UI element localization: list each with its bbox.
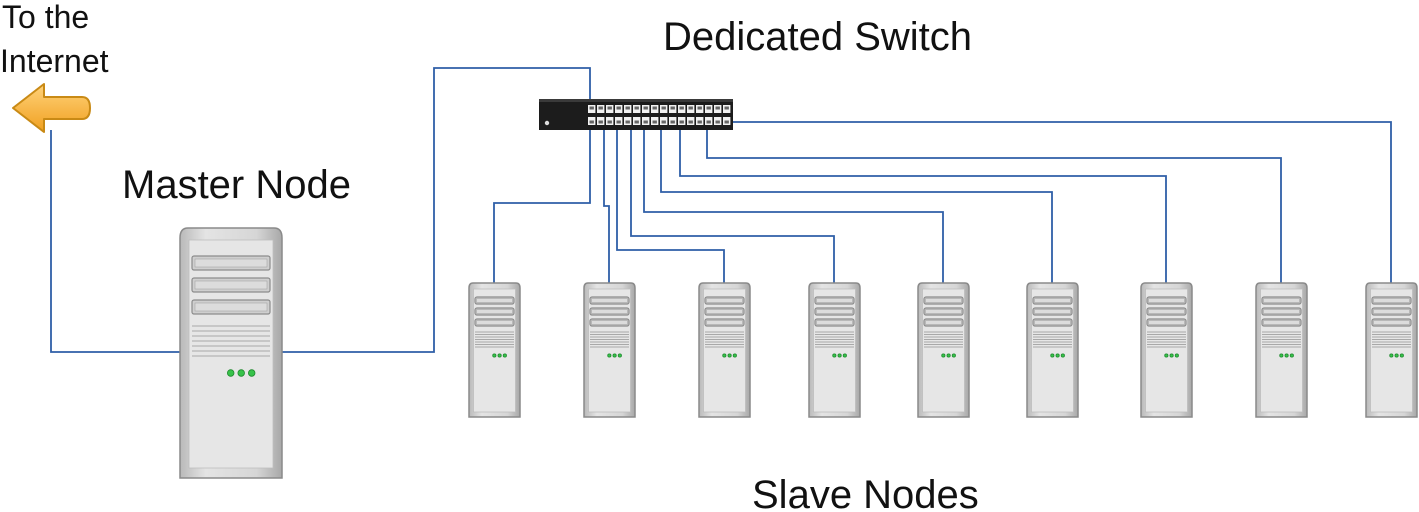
status-led — [1389, 353, 1394, 358]
internet-label-line2: Internet — [0, 43, 109, 79]
status-led — [497, 353, 502, 358]
status-led — [1289, 353, 1294, 358]
switch-power-led — [544, 120, 550, 126]
cable-switch-slave-5 — [643, 130, 944, 283]
status-led — [1050, 353, 1055, 358]
status-led — [951, 353, 956, 358]
status-led — [492, 353, 497, 358]
status-led — [1055, 353, 1060, 358]
status-led — [237, 369, 245, 377]
internet-arrow-icon — [12, 83, 91, 133]
slave-server-9 — [1365, 282, 1418, 418]
status-led — [946, 353, 951, 358]
status-led — [1060, 353, 1065, 358]
status-led — [832, 353, 837, 358]
cable-switch-slave-6 — [660, 130, 1053, 283]
slave-nodes-label: Slave Nodes — [752, 473, 979, 512]
status-led — [1164, 353, 1169, 358]
status-led — [722, 353, 727, 358]
status-led — [842, 353, 847, 358]
cable-switch-slave-1 — [493, 130, 591, 283]
slave-servers — [468, 282, 1418, 418]
master-server — [179, 227, 283, 479]
cable-switch-slave-7 — [679, 130, 1167, 283]
network-switch — [539, 99, 733, 130]
network-cables — [50, 67, 1392, 353]
status-led — [612, 353, 617, 358]
slave-server-2 — [583, 282, 636, 418]
cable-master-switch — [282, 67, 591, 353]
status-led — [226, 369, 235, 377]
slave-server-4 — [808, 282, 861, 418]
status-led — [1279, 353, 1284, 358]
master-node-label: Master Node — [122, 163, 351, 207]
cable-switch-slave-2 — [603, 130, 610, 283]
status-led — [1174, 353, 1179, 358]
status-led — [1284, 353, 1289, 358]
slave-server-8 — [1255, 282, 1308, 418]
status-led — [837, 353, 842, 358]
slave-server-1 — [468, 282, 521, 418]
status-led — [1394, 353, 1399, 358]
internet-label-line1: To the — [2, 0, 89, 35]
switch-label: Dedicated Switch — [663, 15, 972, 59]
status-led — [502, 353, 507, 358]
status-led — [727, 353, 732, 358]
slave-server-6 — [1026, 282, 1079, 418]
status-led — [607, 353, 612, 358]
slave-server-7 — [1140, 282, 1193, 418]
cable-switch-slave-4 — [630, 130, 835, 283]
master-server-body — [179, 227, 283, 479]
status-led — [732, 353, 737, 358]
status-led — [1399, 353, 1404, 358]
status-led — [1169, 353, 1174, 358]
cable-switch-slave-8 — [706, 130, 1282, 283]
cable-switch-slave-9 — [733, 121, 1392, 283]
status-led — [617, 353, 622, 358]
status-led — [941, 353, 946, 358]
slave-server-3 — [698, 282, 751, 418]
cable-switch-slave-3 — [616, 130, 725, 283]
cable-internet-master — [50, 130, 180, 353]
slave-server-5 — [917, 282, 970, 418]
status-led — [247, 369, 256, 377]
